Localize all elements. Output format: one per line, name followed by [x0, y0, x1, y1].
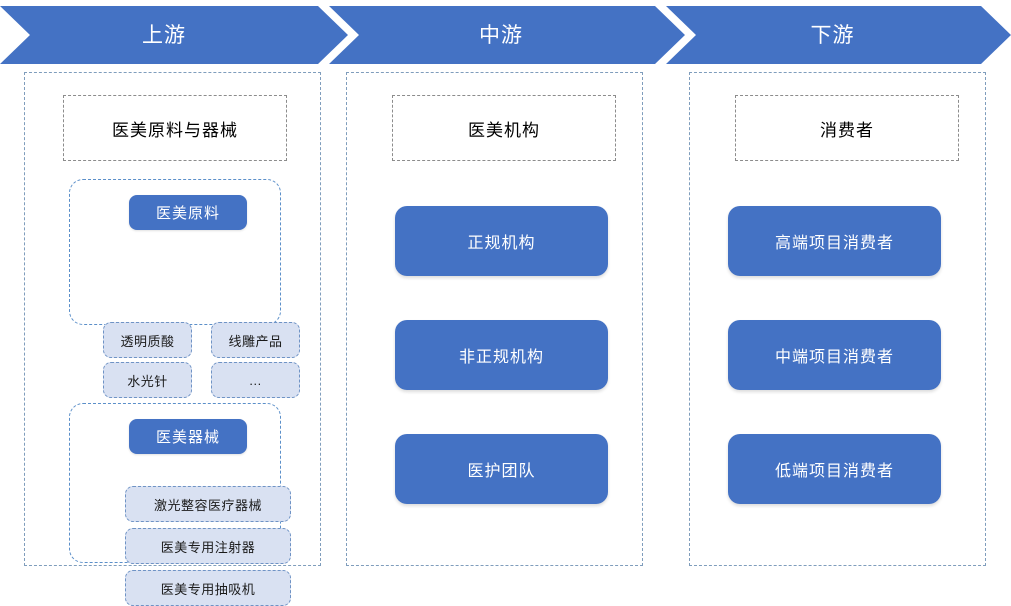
pill-raw-material[interactable]: 医美原料	[129, 195, 247, 230]
pill-medical-device-label: 医美器械	[155, 429, 220, 446]
card-licensed-institution[interactable]: 正规机构	[395, 206, 608, 276]
chip-dedicated-injector[interactable]: 医美专用注射器	[125, 528, 291, 564]
chip-dedicated-injector-label: 医美专用注射器	[160, 539, 256, 555]
card-mid-end-consumer-label: 中端项目消费者	[774, 349, 894, 366]
card-medical-team[interactable]: 医护团队	[395, 434, 608, 504]
card-mid-end-consumer[interactable]: 中端项目消费者	[728, 320, 941, 390]
chip-hyaluronic-acid[interactable]: 透明质酸	[103, 322, 192, 358]
chip-dedicated-aspirator[interactable]: 医美专用抽吸机	[125, 570, 291, 606]
stage-banner-upstream-label: 上游	[142, 23, 186, 47]
card-licensed-institution-label: 正规机构	[467, 235, 536, 252]
upstream-title-box: 医美原料与器械	[63, 95, 287, 161]
stage-banner-midstream[interactable]: 中游	[329, 6, 685, 64]
chip-water-light-needle-label: 水光针	[127, 373, 168, 389]
midstream-title-label: 医美机构	[468, 120, 540, 140]
chip-more-ellipsis-label: …	[248, 372, 263, 388]
stage-banner-midstream-label: 中游	[479, 23, 523, 47]
card-low-end-consumer[interactable]: 低端项目消费者	[728, 434, 941, 504]
card-medical-team-label: 医护团队	[467, 463, 536, 480]
column-downstream: 消费者 高端项目消费者 中端项目消费者 低端项目消费者	[689, 72, 986, 566]
column-midstream: 医美机构 正规机构 非正规机构 医护团队	[346, 72, 643, 566]
card-high-end-consumer-label: 高端项目消费者	[774, 235, 894, 252]
pill-medical-device[interactable]: 医美器械	[129, 419, 247, 454]
midstream-title-box: 医美机构	[392, 95, 616, 161]
downstream-title-label: 消费者	[820, 120, 874, 140]
card-unlicensed-institution[interactable]: 非正规机构	[395, 320, 608, 390]
industry-chain-diagram: { "banner": { "segments": [ { "label": "…	[0, 6, 1011, 606]
downstream-title-box: 消费者	[735, 95, 959, 161]
chip-thread-lift-product[interactable]: 线雕产品	[211, 322, 300, 358]
chain-stage-banner: 上游 中游 下游	[0, 6, 1011, 64]
chip-water-light-needle[interactable]: 水光针	[103, 362, 192, 398]
chip-hyaluronic-acid-label: 透明质酸	[120, 333, 175, 349]
card-unlicensed-institution-label: 非正规机构	[458, 349, 544, 366]
column-upstream: 医美原料与器械 医美原料 透明质酸 线雕产品 水光针 … 医美器械 激光整容医疗…	[24, 72, 321, 606]
chip-laser-cosmetic-device-label: 激光整容医疗器械	[153, 497, 262, 513]
card-high-end-consumer[interactable]: 高端项目消费者	[728, 206, 941, 276]
chip-thread-lift-product-label: 线雕产品	[228, 333, 283, 349]
stage-banner-upstream[interactable]: 上游	[0, 6, 348, 64]
card-low-end-consumer-label: 低端项目消费者	[774, 463, 894, 480]
upstream-title-label: 医美原料与器械	[112, 120, 238, 140]
chip-more-ellipsis[interactable]: …	[211, 362, 300, 398]
stage-banner-downstream[interactable]: 下游	[666, 6, 1011, 64]
stage-banner-downstream-label: 下游	[810, 23, 855, 47]
chip-laser-cosmetic-device[interactable]: 激光整容医疗器械	[125, 486, 291, 522]
chip-dedicated-aspirator-label: 医美专用抽吸机	[160, 581, 256, 597]
pill-raw-material-label: 医美原料	[155, 205, 220, 222]
